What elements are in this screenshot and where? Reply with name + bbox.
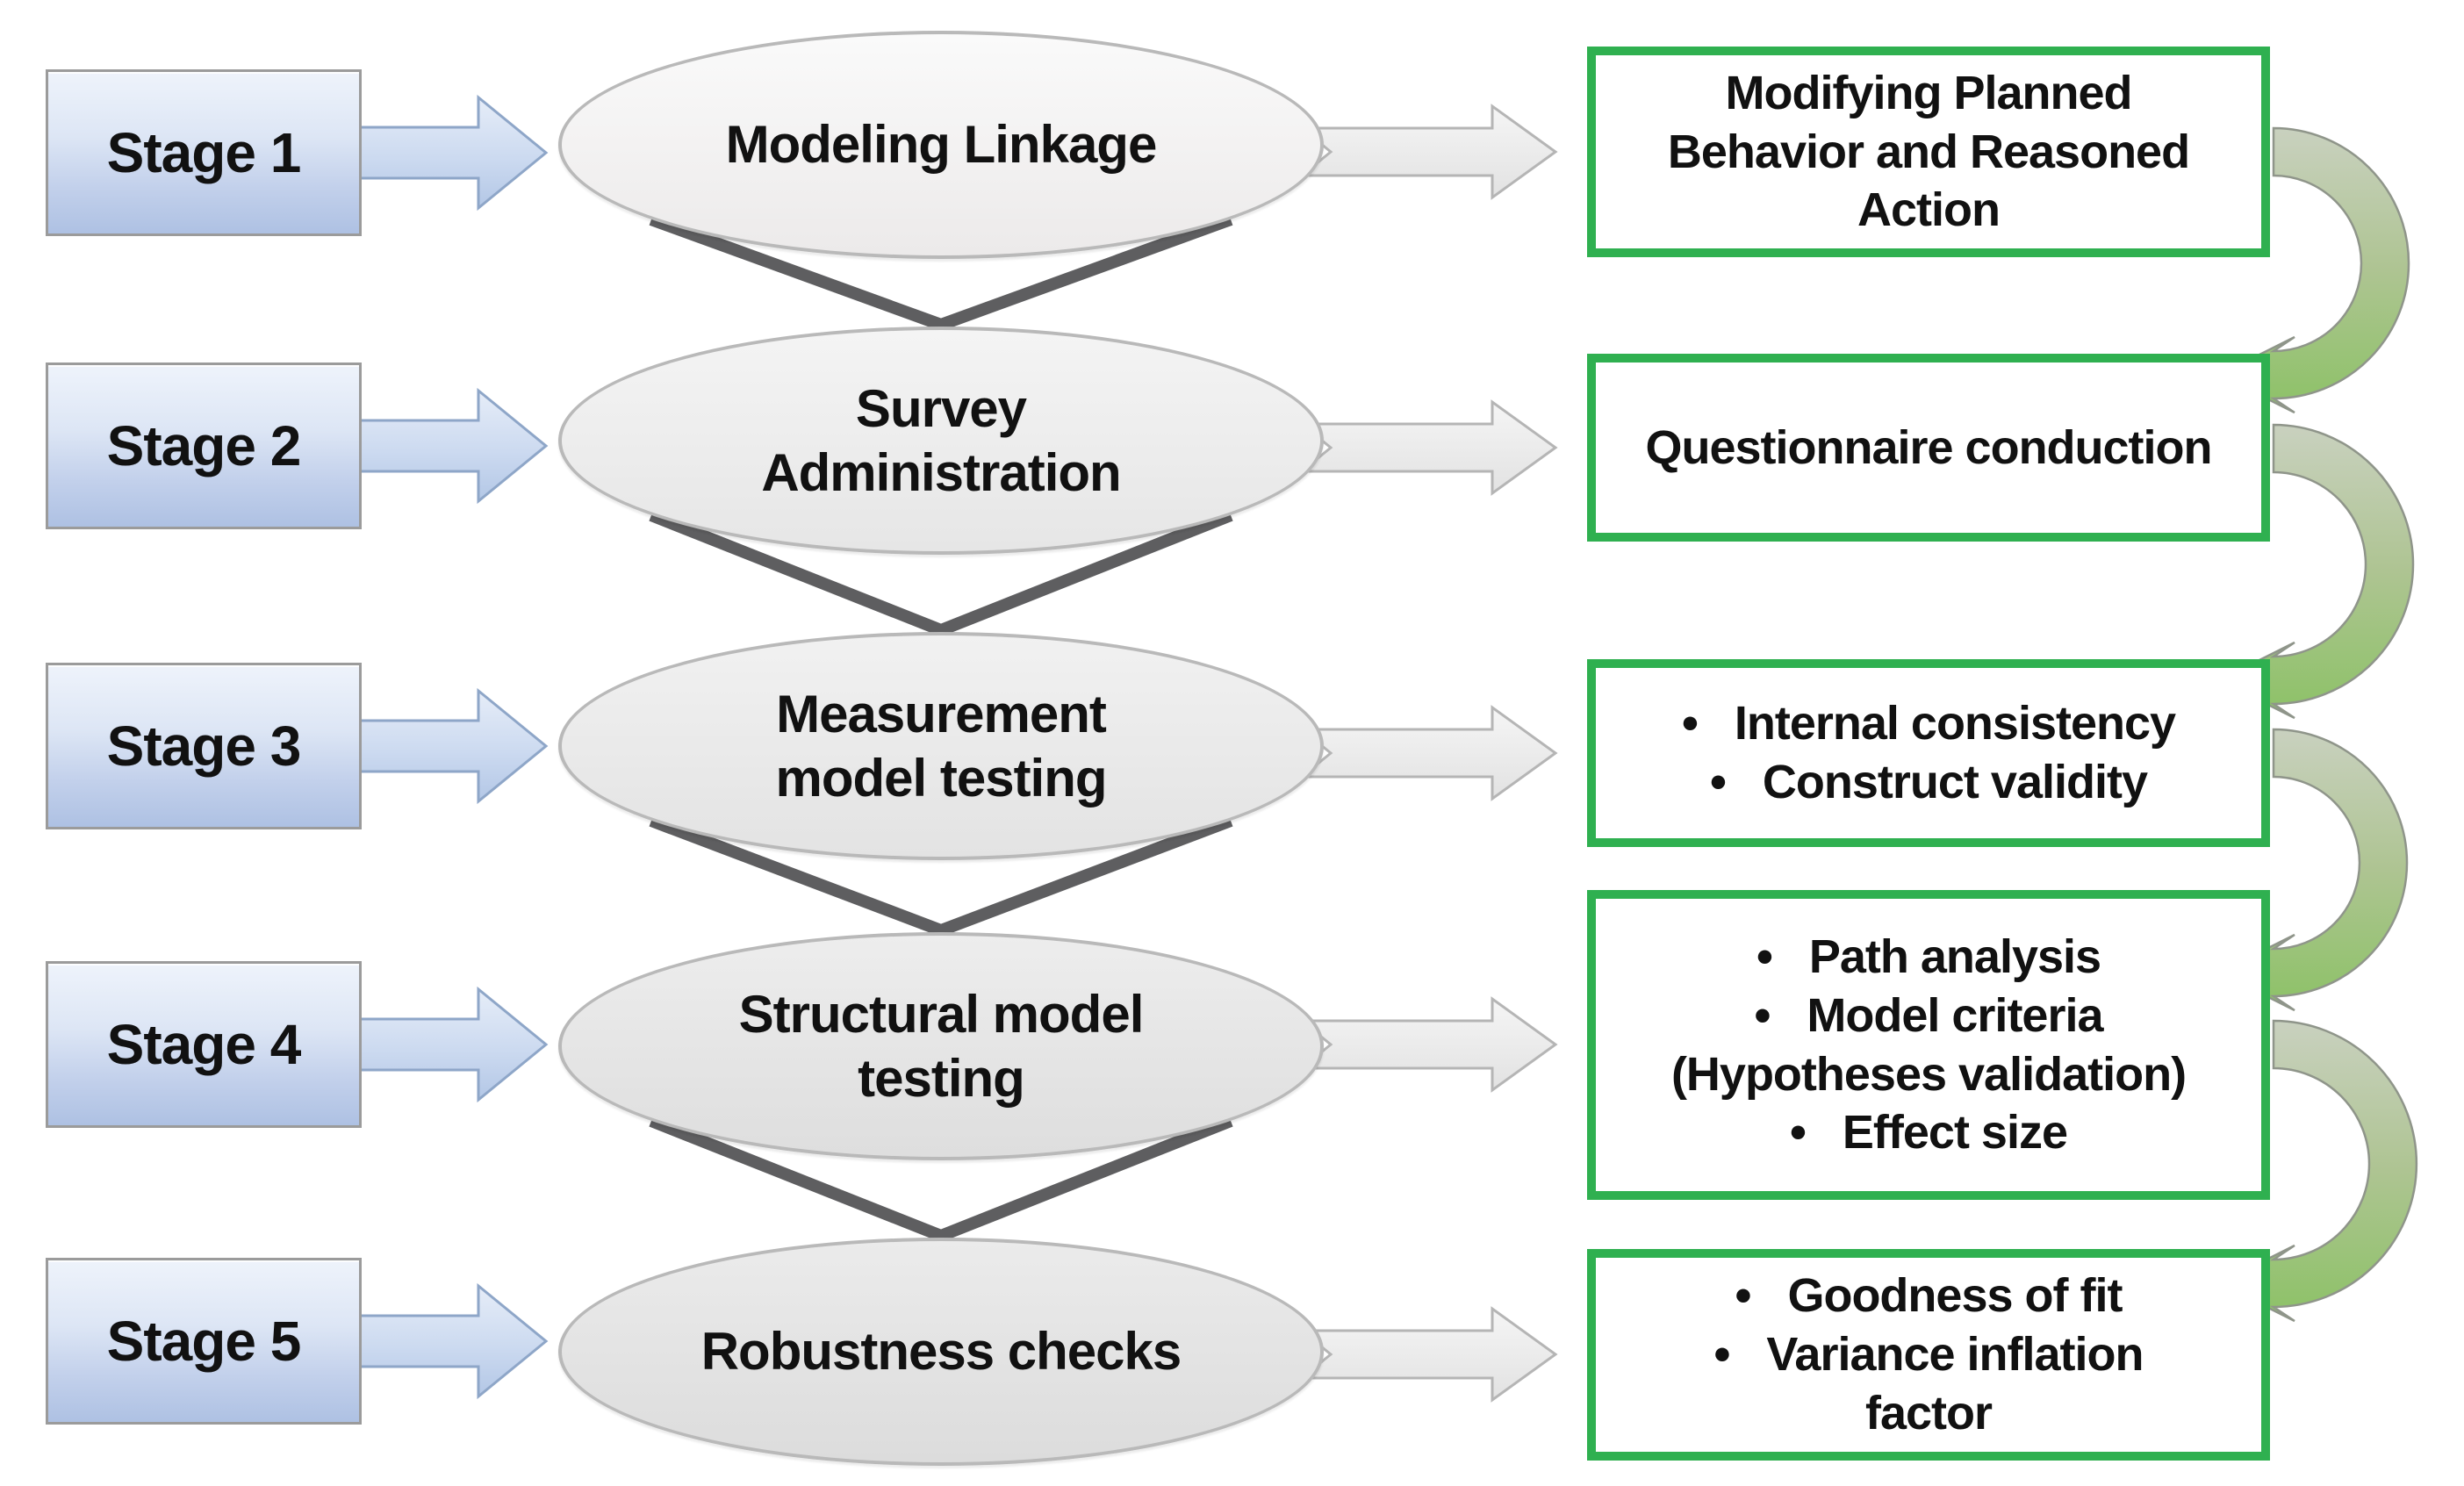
stage-arrow-icon	[356, 986, 549, 1103]
outcome-box-4: • Path analysis • Model criteria (Hypoth…	[1587, 890, 2270, 1200]
outcome-line: factor	[1864, 1386, 1993, 1439]
stage-arrow-icon	[356, 387, 549, 505]
outcome-line: • Model criteria	[1754, 988, 2103, 1042]
outcome-line: • Variance inflation	[1713, 1328, 2144, 1382]
loop-arrow-icon	[2216, 1019, 2418, 1323]
stage-arrow-icon	[356, 94, 549, 212]
loop-arrow-icon	[2216, 423, 2415, 720]
outcome-line: • Goodness of fit	[1735, 1269, 2123, 1323]
stage-label: Stage 4	[106, 1013, 302, 1076]
ellipse-label-line: Robustness checks	[700, 1322, 1182, 1382]
stage-box-2: Stage 2	[46, 363, 362, 529]
stage-arrow-icon	[356, 687, 549, 805]
process-arrow-icon	[1297, 996, 1558, 1093]
outcome-line: Behavior and Reasoned	[1667, 125, 2190, 178]
stage-arrow-icon	[356, 1282, 549, 1400]
outcome-box-2: Questionnaire conduction	[1587, 354, 2270, 542]
stage-label: Stage 5	[106, 1310, 302, 1373]
process-ellipse-structural-model-testing: Structural model testing	[558, 932, 1324, 1160]
process-arrow-icon	[1297, 1306, 1558, 1403]
merge-connector-icon	[649, 213, 1233, 332]
process-ellipse-measurement-model-testing: Measurement model testing	[558, 632, 1324, 860]
merge-connector-icon	[649, 1115, 1233, 1243]
stage-label: Stage 2	[106, 414, 302, 477]
ellipse-label-line: Modeling Linkage	[725, 115, 1158, 175]
outcome-line: Questionnaire conduction	[1645, 420, 2212, 474]
outcome-line: Action	[1857, 183, 2001, 237]
outcome-line: • Path analysis	[1756, 930, 2101, 983]
outcome-line: (Hypotheses validation)	[1670, 1047, 2187, 1101]
ellipse-label-line: Survey	[855, 378, 1027, 438]
ellipse-label-line: testing	[858, 1049, 1025, 1108]
process-ellipse-robustness-checks: Robustness checks	[558, 1238, 1324, 1466]
loop-arrow-icon	[2216, 728, 2409, 1012]
outcome-line: • Effect size	[1789, 1106, 2068, 1159]
stage-box-4: Stage 4	[46, 961, 362, 1128]
outcome-box-1: Modifying Planned Behavior and Reasoned …	[1587, 47, 2270, 257]
ellipse-label-line: Measurement	[776, 684, 1107, 743]
process-ellipse-modeling-linkage: Modeling Linkage	[558, 31, 1324, 259]
process-arrow-icon	[1297, 705, 1558, 801]
outcome-box-5: • Goodness of fit • Variance inflation f…	[1587, 1249, 2270, 1461]
stage-box-1: Stage 1	[46, 69, 362, 236]
loop-arrow-icon	[2216, 126, 2410, 414]
outcome-line: • Construct validity	[1710, 756, 2148, 808]
stage-label: Stage 1	[106, 121, 302, 184]
outcome-line: • Internal consistency	[1681, 697, 2176, 750]
ellipse-label-line: model testing	[775, 749, 1107, 808]
process-ellipse-survey-administration: Survey Administration	[558, 327, 1324, 555]
process-arrow-icon	[1297, 104, 1558, 200]
outcome-box-3: • Internal consistency • Construct valid…	[1587, 659, 2270, 847]
stage-box-5: Stage 5	[46, 1258, 362, 1425]
process-arrow-icon	[1297, 399, 1558, 496]
merge-connector-icon	[649, 509, 1233, 637]
outcome-line: Modifying Planned	[1725, 66, 2133, 119]
ellipse-label-line: Structural model	[738, 984, 1145, 1044]
stage-box-3: Stage 3	[46, 663, 362, 829]
merge-connector-icon	[649, 815, 1233, 937]
ellipse-label-line: Administration	[761, 443, 1121, 502]
stage-label: Stage 3	[106, 714, 302, 778]
